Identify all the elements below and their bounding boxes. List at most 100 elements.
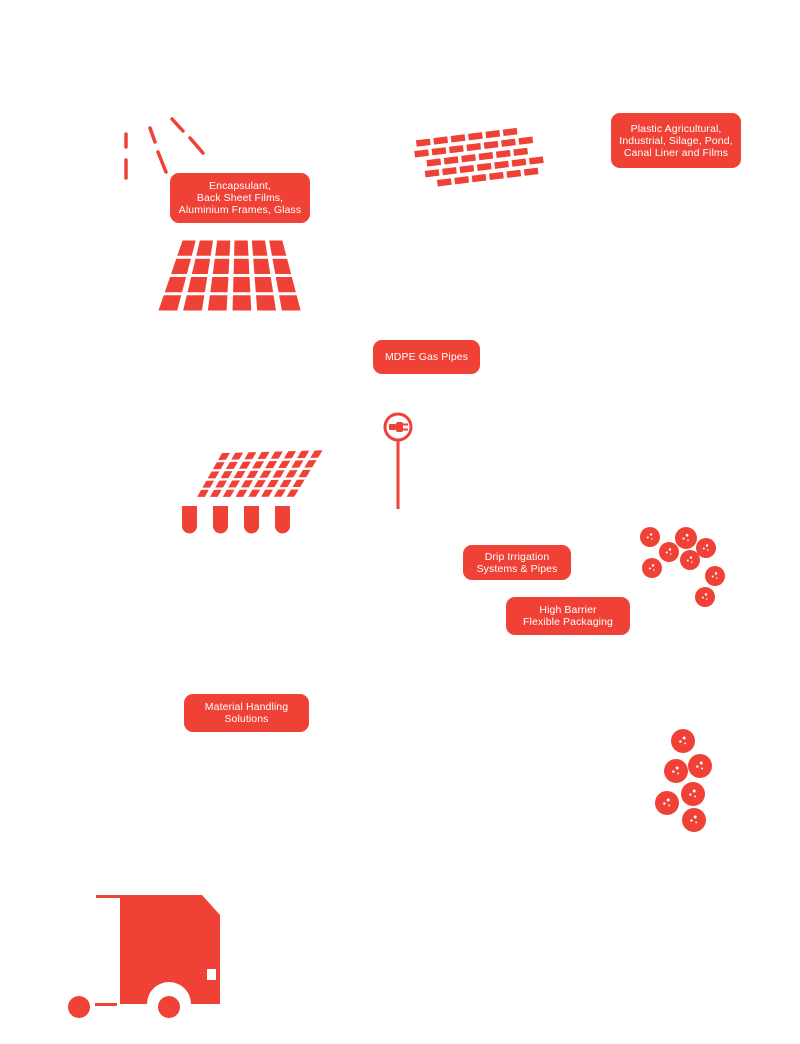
pellet [695,587,715,607]
solar-cell [279,295,301,311]
pellet-highlight [705,544,709,547]
pellet-highlight [663,802,666,805]
pellet [655,791,679,815]
brick-sheet-icon [414,127,544,187]
solar-cell [265,460,278,469]
pellet-highlight [701,767,704,770]
solar-cell [286,489,299,497]
solar-cell [209,489,222,497]
brick [494,160,509,169]
pellet [671,729,695,753]
drip-irrigation-label: Drip Irrigation Systems & Pipes [463,545,571,580]
encapsulant-label: Encapsulant, Back Sheet Films, Aluminium… [170,173,310,223]
pellet-highlight [679,740,682,743]
solar-cell [158,295,182,311]
pellet-highlight [651,538,653,540]
brick [495,149,511,159]
flexible-packaging-label: High Barrier Flexible Packaging [506,597,630,635]
solar-cell [233,276,251,293]
solar-cell [273,489,286,497]
sun-rays-icon [124,117,205,180]
brick [443,156,459,165]
pellet-highlight [666,798,670,802]
solar-cell [304,460,317,468]
pellet-highlight [695,821,698,824]
solar-cell [272,470,285,478]
pellet-highlight [714,572,718,575]
solar-cell [212,462,225,470]
brick [506,169,522,178]
solar-cell [215,240,231,256]
pellet-highlight [682,537,685,540]
solar-cell [275,276,296,293]
pellet [680,550,700,570]
solar-cell [228,480,240,488]
pellet-highlight [668,548,672,551]
pellet-highlight [693,815,697,819]
solar-cell [259,470,272,478]
electric-plug-pole-icon [383,412,413,509]
solar-cell [292,479,305,488]
material-handling-label: Material Handling Solutions [184,694,309,732]
brick [483,140,499,149]
brick [461,154,476,163]
solar-cell [207,471,220,479]
pellet-highlight [684,742,687,745]
solar-panel-stand-icon [182,450,323,534]
pellet-highlight [716,577,718,579]
pellet-highlight [704,593,708,596]
brick [476,162,492,171]
pellet [664,759,688,783]
brick [442,167,457,176]
pellet-highlight [689,793,692,796]
pellet-highlight [711,575,714,578]
brick [468,132,483,141]
pellet-highlight [687,539,689,542]
brick [513,147,528,156]
brick [436,178,452,187]
solar-cell [177,240,196,256]
brick [454,176,470,185]
solar-cell [191,258,211,275]
solar-cell [232,295,252,311]
solar-cell [257,451,270,460]
brick [426,158,442,167]
solar-cell [218,452,230,460]
solar-cell [310,450,323,458]
solar-cell [254,276,274,293]
brick [528,156,544,165]
solar-cell [297,450,310,459]
brick [431,147,447,156]
solar-cell [261,489,274,497]
pellet-highlight [649,533,653,536]
solar-cell [235,489,248,497]
mdpe-gas-pipes-label: MDPE Gas Pipes [373,340,480,374]
solar-cell [270,451,283,459]
solar-cell [246,470,259,478]
brick [489,171,504,181]
pellets-cluster-icon [640,527,725,607]
solar-cell [222,489,235,497]
pellet-highlight [699,761,703,765]
brick [415,138,431,147]
brick [502,127,518,137]
pellet-highlight [682,736,686,740]
pellet-highlight [706,598,708,600]
solar-cell [252,461,265,469]
brick [450,134,466,143]
brick [523,167,539,176]
pellet-highlight [672,770,675,773]
solar-cell [253,258,271,275]
solar-cell [241,480,253,488]
solar-cell [298,469,311,478]
solar-cell [207,295,228,311]
solar-cell [233,258,250,275]
solar-cell [187,276,208,293]
pellet-highlight [675,766,679,770]
solar-cell [197,489,209,497]
truck-icon [68,895,220,1025]
pellet [659,542,679,562]
solar-cell [196,240,214,256]
solar-cell [238,461,251,469]
